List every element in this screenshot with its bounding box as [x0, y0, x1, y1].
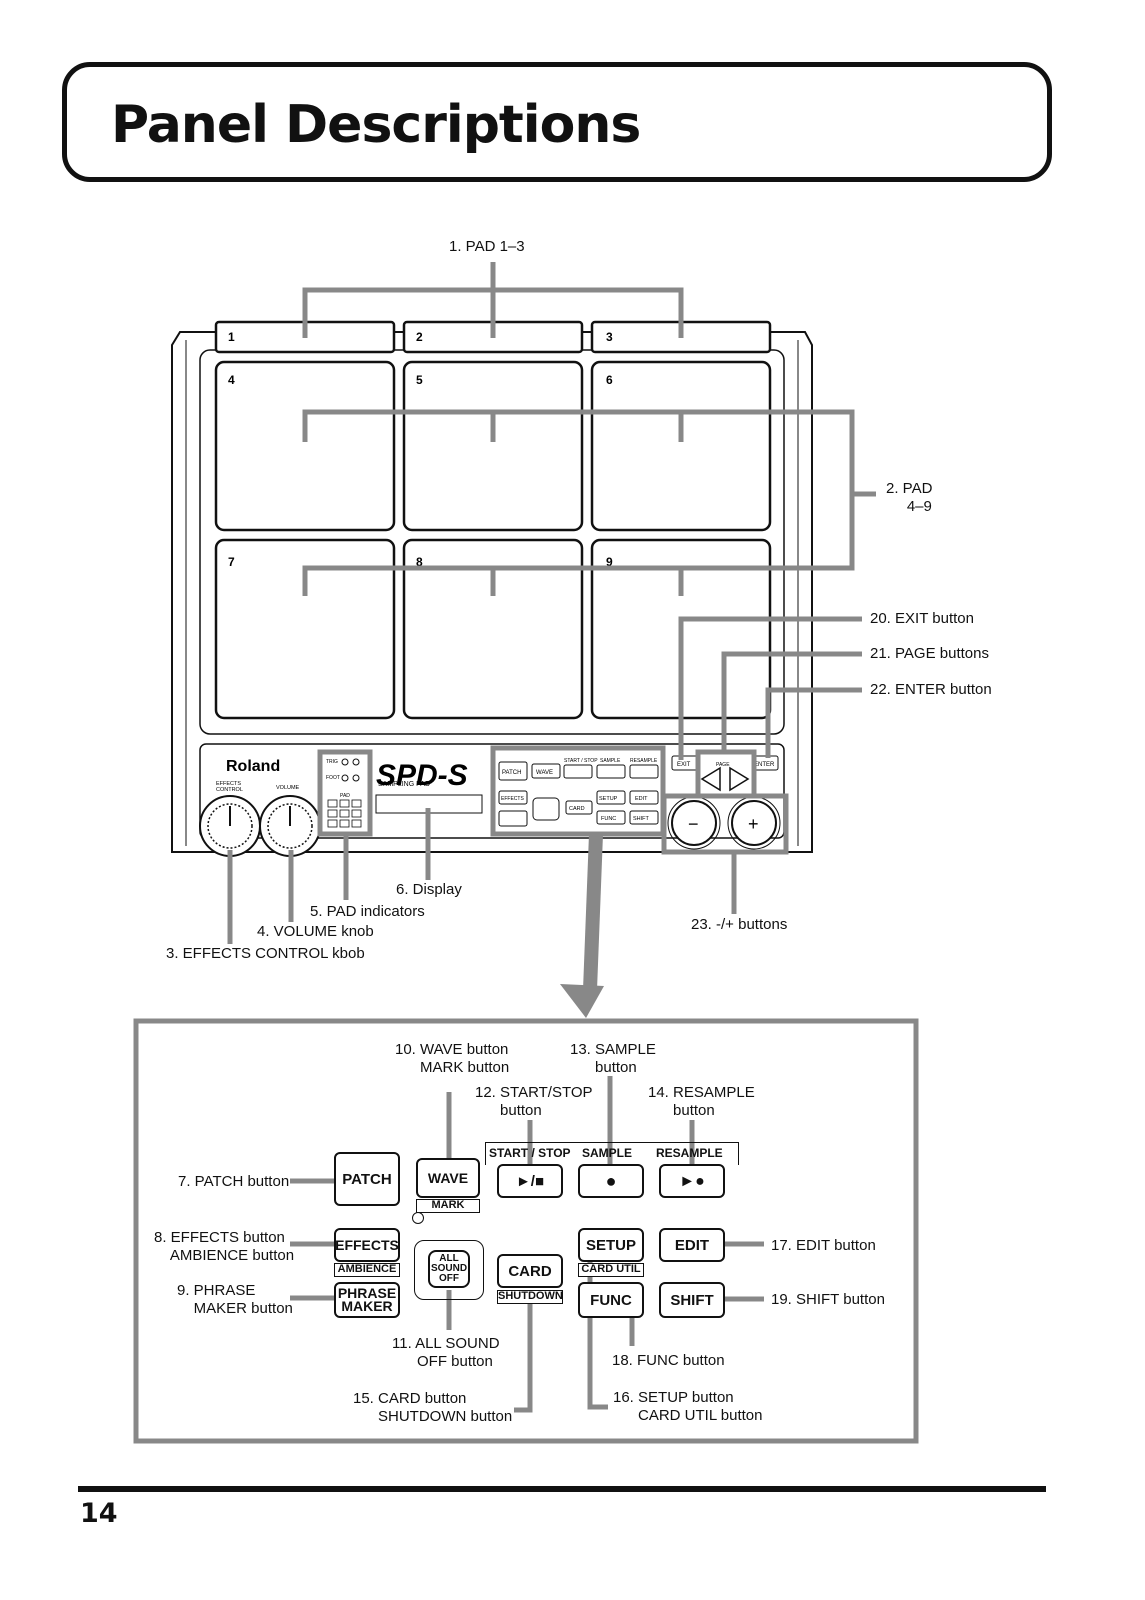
- label-wave: 10. WAVE button MARK button: [395, 1041, 510, 1076]
- label-start-stop: 12. START/STOP button: [475, 1084, 593, 1119]
- small-button-cluster: PATCH WAVE START / STOP SAMPLE RESAMPLE …: [498, 758, 659, 827]
- callout-pad-4-9: 2. PAD 4–9: [886, 480, 933, 515]
- svg-text:TRIG: TRIG: [326, 759, 338, 765]
- edit-button[interactable]: EDIT: [659, 1228, 725, 1262]
- svg-text:−: −: [688, 814, 699, 834]
- label-shift: 19. SHIFT button: [771, 1291, 885, 1308]
- pad-5[interactable]: [402, 360, 584, 532]
- pad-number: 1: [228, 330, 235, 344]
- callout-pad-1-3: 1. PAD 1–3: [449, 238, 525, 255]
- svg-text:FOOT: FOOT: [326, 775, 340, 781]
- svg-text:EXIT: EXIT: [677, 762, 691, 768]
- callout-page: 21. PAGE buttons: [870, 645, 989, 662]
- svg-text:RESAMPLE: RESAMPLE: [630, 758, 658, 764]
- label-resample: 14. RESAMPLE button: [648, 1084, 755, 1119]
- func-button[interactable]: FUNC: [578, 1282, 644, 1318]
- callout-volume: 4. VOLUME knob: [257, 923, 374, 940]
- page-right-button[interactable]: [729, 766, 750, 792]
- svg-text:ENTER: ENTER: [754, 762, 775, 768]
- model-logo: SPD-S: [376, 759, 468, 792]
- pad-6[interactable]: [590, 360, 772, 532]
- volume-knob[interactable]: [259, 795, 321, 857]
- svg-text:WAVE: WAVE: [536, 770, 553, 776]
- svg-text:EFFECTS: EFFECTS: [501, 796, 524, 802]
- label-card: 15. CARD button SHUTDOWN button: [353, 1390, 513, 1425]
- pad-number: 4: [228, 373, 235, 387]
- mark-label: MARK: [416, 1199, 480, 1213]
- start-stop-button[interactable]: ►/■: [497, 1164, 563, 1198]
- pad-indicator-label: PAD: [340, 793, 350, 799]
- label-func: 18. FUNC button: [612, 1352, 725, 1369]
- effects-control-knob[interactable]: [199, 795, 261, 857]
- svg-text:PAGE: PAGE: [716, 762, 730, 768]
- phrase-maker-button[interactable]: PHRASE MAKER: [334, 1282, 400, 1318]
- svg-text:+: +: [748, 814, 759, 834]
- svg-text:EDIT: EDIT: [635, 796, 648, 802]
- svg-text:CARD: CARD: [569, 806, 585, 812]
- label-phrase: 9. PHRASE MAKER button: [177, 1282, 293, 1317]
- label-effects: 8. EFFECTS button AMBIENCE button: [154, 1229, 295, 1264]
- card-util-label: CARD UTIL: [578, 1263, 644, 1277]
- svg-text:SAMPLE: SAMPLE: [600, 758, 621, 764]
- footer-rule: [78, 1486, 1046, 1492]
- sample-button[interactable]: ●: [578, 1164, 644, 1198]
- effects-button[interactable]: EFFECTS: [334, 1228, 400, 1262]
- callout-effects-control: 3. EFFECTS CONTROL kbob: [166, 945, 365, 962]
- ambience-label: AMBIENCE: [334, 1263, 400, 1277]
- all-sound-off-frame: [414, 1240, 484, 1300]
- callout-exit: 20. EXIT button: [870, 610, 974, 627]
- all-sound-off-button[interactable]: ALL SOUND OFF: [428, 1250, 470, 1288]
- svg-text:SHIFT: SHIFT: [633, 816, 650, 822]
- page-title: Panel Descriptions: [111, 95, 641, 155]
- svg-text:PATCH: PATCH: [502, 770, 521, 776]
- title-box: Panel Descriptions: [62, 62, 1052, 182]
- callout-minus-plus: 23. -/+ buttons: [691, 916, 788, 933]
- start-stop-group-label: START / STOP: [489, 1146, 571, 1160]
- wave-indicator: [412, 1212, 424, 1224]
- pad-7[interactable]: [214, 538, 396, 720]
- pad-number: 8: [416, 555, 423, 569]
- sample-group-label: SAMPLE: [582, 1146, 633, 1160]
- plus-button[interactable]: [731, 800, 777, 846]
- setup-button[interactable]: SETUP: [578, 1228, 644, 1262]
- effects-control-label: EFFECTS: [216, 781, 241, 787]
- pad-number: 3: [606, 330, 613, 344]
- card-button[interactable]: CARD: [497, 1254, 563, 1288]
- svg-text:SETUP: SETUP: [599, 796, 618, 802]
- shift-button[interactable]: SHIFT: [659, 1282, 725, 1318]
- callout-pad-indicators: 5. PAD indicators: [310, 903, 425, 920]
- pad-8[interactable]: [402, 538, 584, 720]
- page-left-button[interactable]: [700, 766, 721, 792]
- label-sample: 13. SAMPLE button: [570, 1041, 656, 1076]
- pad-number: 2: [416, 330, 423, 344]
- wave-button[interactable]: WAVE: [416, 1158, 480, 1198]
- brand-logo: Roland: [226, 758, 280, 775]
- model-subtitle: SAMPLING PAD: [378, 781, 430, 788]
- label-all-sound: 11. ALL SOUND OFF button: [392, 1335, 500, 1370]
- label-edit: 17. EDIT button: [771, 1237, 876, 1254]
- page-number: 14: [80, 1498, 118, 1529]
- pad-number: 6: [606, 373, 613, 387]
- transport-group-frame: [485, 1142, 739, 1165]
- pad-number: 9: [606, 555, 613, 569]
- detail-frame: [133, 1018, 919, 1444]
- volume-label: VOLUME: [276, 785, 300, 791]
- svg-text:FUNC: FUNC: [601, 816, 616, 822]
- pad-4[interactable]: [214, 360, 396, 532]
- pad-number: 5: [416, 373, 423, 387]
- pad-indicators: [327, 799, 362, 828]
- label-setup: 16. SETUP button CARD UTIL button: [613, 1389, 763, 1424]
- svg-text:CONTROL: CONTROL: [216, 787, 243, 793]
- svg-text:START / STOP: START / STOP: [564, 758, 598, 764]
- shutdown-label: SHUTDOWN: [497, 1290, 563, 1304]
- label-patch: 7. PATCH button: [178, 1173, 290, 1190]
- pad-number: 7: [228, 555, 235, 569]
- minus-button[interactable]: [671, 800, 717, 846]
- patch-button[interactable]: PATCH: [334, 1152, 400, 1206]
- callout-display: 6. Display: [396, 881, 462, 898]
- callout-enter: 22. ENTER button: [870, 681, 992, 698]
- resample-group-label: RESAMPLE: [656, 1146, 723, 1160]
- resample-button[interactable]: ►●: [659, 1164, 725, 1198]
